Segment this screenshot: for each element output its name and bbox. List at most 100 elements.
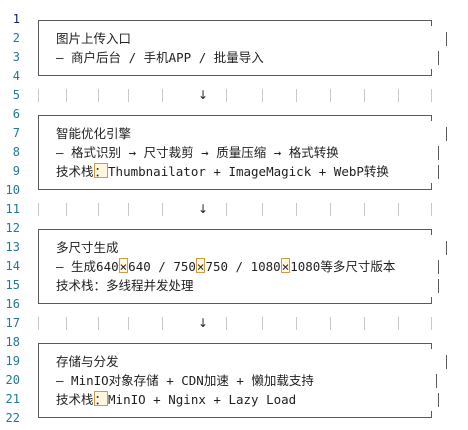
indent-guide <box>128 203 129 216</box>
indent-guide <box>38 203 39 216</box>
box-border-right <box>446 127 447 141</box>
indent-guide <box>162 89 163 102</box>
box-border-right <box>438 260 439 274</box>
indent-guide <box>398 89 399 102</box>
editor-line: 14 <box>0 257 468 276</box>
tech-stack-value: MinIO + Nginx + Lazy Load <box>108 392 297 407</box>
box-border-right <box>438 51 439 65</box>
editor-line: 16 <box>0 295 468 314</box>
box-border-top <box>38 115 432 116</box>
box-detail: — 商户后台 / 手机APP / 批量导入 <box>56 50 264 65</box>
line-number: 2 <box>12 31 20 45</box>
box-border-right <box>446 241 447 255</box>
box-title-line: 存储与分发 <box>0 352 468 371</box>
indent-guide <box>98 203 99 216</box>
indent-guide <box>330 317 331 330</box>
editor-line: 13 <box>0 238 468 257</box>
editor-line: 4 <box>0 67 468 86</box>
box-border-bottom <box>38 189 432 190</box>
box-border-right <box>438 165 439 179</box>
editor-line: 17 <box>0 314 468 333</box>
box-border-left <box>38 343 39 418</box>
editor-line: 5 <box>0 86 468 105</box>
highlighted-char: ： <box>93 163 109 179</box>
line-number: 4 <box>12 69 20 83</box>
box-border-bottom <box>38 75 432 76</box>
line-number: 1 <box>12 12 20 26</box>
line-number: 21 <box>5 392 20 406</box>
editor-line: 18 <box>0 333 468 352</box>
indent-guide <box>330 203 331 216</box>
editor-line: 21 <box>0 390 468 409</box>
size-a: 640 / 750 <box>128 259 196 274</box>
box-title: 图片上传入口 <box>56 31 132 46</box>
tech-stack-value: Thumbnailator + ImageMagick + WebP转换 <box>108 164 389 179</box>
box-border-left <box>38 229 39 304</box>
line-number: 6 <box>12 107 20 121</box>
box-border-bottom <box>38 303 432 304</box>
editor-line: 3 <box>0 48 468 67</box>
indent-guide <box>262 89 263 102</box>
size-c: 1080等多尺寸版本 <box>290 259 396 274</box>
indent-guide <box>38 317 39 330</box>
box-corner <box>431 69 432 75</box>
box-border-right <box>438 279 439 293</box>
box-border-top <box>38 20 432 21</box>
indent-guide <box>398 317 399 330</box>
box-border-right <box>446 355 447 369</box>
line-number: 11 <box>5 202 20 216</box>
box-corner <box>431 20 432 26</box>
indent-guide <box>296 89 297 102</box>
indent-guide <box>98 89 99 102</box>
line-number: 20 <box>5 373 20 387</box>
indent-guide <box>364 89 365 102</box>
indent-guide <box>226 89 227 102</box>
box-corner <box>431 343 432 349</box>
indent-guide <box>66 203 67 216</box>
line-number: 22 <box>5 411 20 425</box>
indent-guide <box>226 203 227 216</box>
size-list: — 生成640×640 / 750×750 / 1080×1080等多尺寸版本 <box>56 257 395 276</box>
box-detail-line: — 商户后台 / 手机APP / 批量导入 <box>0 48 468 67</box>
box-corner <box>431 183 432 189</box>
box-corner <box>431 115 432 121</box>
line-number: 14 <box>5 259 20 273</box>
down-arrow-icon: ↓ <box>198 316 209 330</box>
editor-line: 6 <box>0 105 468 124</box>
highlighted-char: × <box>118 258 129 274</box>
indent-guide <box>431 317 432 330</box>
box-border-right <box>438 146 439 160</box>
line-number: 9 <box>12 164 20 178</box>
editor-line: 10 <box>0 181 468 200</box>
indent-guide <box>128 89 129 102</box>
size-prefix: — 生成640 <box>56 259 119 274</box>
editor-line: 20 <box>0 371 468 390</box>
editor-line: 12 <box>0 219 468 238</box>
highlighted-char: ： <box>93 391 109 407</box>
editor-line: 22 <box>0 409 468 428</box>
indent-guide <box>262 317 263 330</box>
editor-line: 2 <box>0 29 468 48</box>
box-border-left <box>38 20 39 76</box>
line-number: 10 <box>5 183 20 197</box>
box-border-right <box>438 393 439 407</box>
tech-stack: 技术栈：MinIO + Nginx + Lazy Load <box>56 390 296 409</box>
box-stack-line: 技术栈：多线程并发处理 <box>0 276 468 295</box>
box-title-line: 多尺寸生成 <box>0 238 468 257</box>
indent-guide <box>162 203 163 216</box>
indent-guide <box>262 203 263 216</box>
indent-guide <box>364 317 365 330</box>
box-title: 存储与分发 <box>56 354 119 369</box>
editor-line: 19 <box>0 352 468 371</box>
indent-guide <box>128 317 129 330</box>
indent-guide <box>330 89 331 102</box>
box-border-right <box>436 374 437 388</box>
box-corner <box>431 411 432 417</box>
down-arrow-icon: ↓ <box>198 202 209 216</box>
indent-guide <box>431 203 432 216</box>
editor-line: 1 <box>0 10 468 29</box>
box-detail: — 格式识别 → 尺寸裁剪 → 质量压缩 → 格式转换 <box>56 145 339 160</box>
box-stack-line: 技术栈：MinIO + Nginx + Lazy Load <box>0 390 468 409</box>
editor-line: 15 <box>0 276 468 295</box>
